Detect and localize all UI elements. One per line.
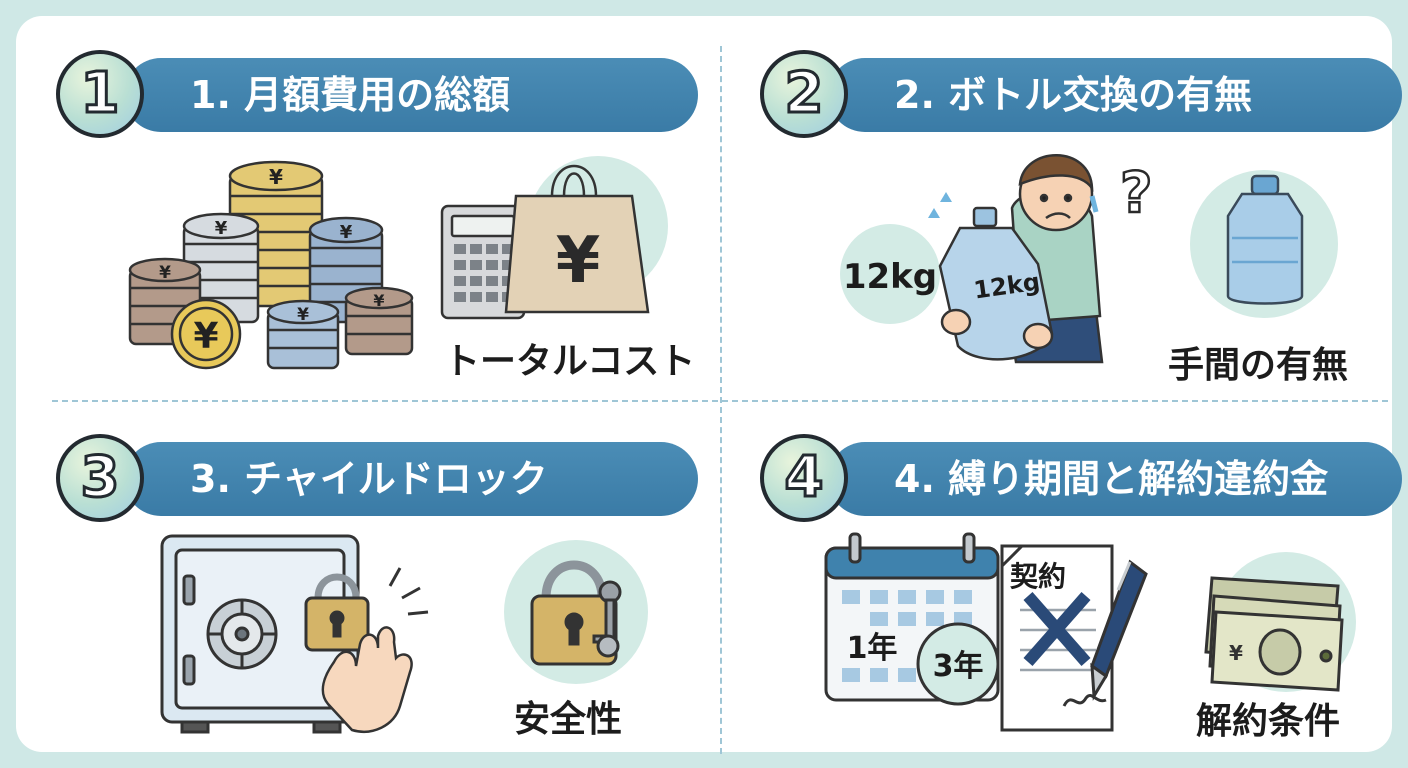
hand-icon <box>321 626 413 733</box>
section-title: 2. ボトル交換の有無 <box>894 73 1253 117</box>
section-contract-period: 4. 縛り期間と解約違約金 4 1年 3年 <box>720 400 1408 768</box>
section-banner: 4. 縛り期間と解約違約金 <box>828 442 1402 516</box>
section-banner: 2. ボトル交換の有無 <box>828 58 1402 132</box>
section-number-badge: 2 <box>760 50 848 138</box>
section-child-lock: 3. チャイルドロック 3 <box>16 400 706 768</box>
yen-symbol: ¥ <box>269 165 283 189</box>
section-number: 4 <box>783 444 825 512</box>
horizontal-divider <box>52 400 1388 402</box>
bottle-illustration: 12kg ? 12kg <box>840 154 1338 364</box>
section-title: 3. チャイルドロック <box>190 457 548 501</box>
section-number: 2 <box>783 60 825 128</box>
cost-illustration: ¥ ¥ ¥ ¥ ¥ ¥ ¥ <box>128 156 668 370</box>
section-bottle-exchange: 2. ボトル交換の有無 2 12kg ? <box>720 16 1408 386</box>
yen-symbol: ¥ <box>373 291 384 310</box>
section-caption: 解約条件 <box>1196 701 1341 742</box>
yen-symbol: ¥ <box>193 316 218 357</box>
key-icon <box>592 580 622 658</box>
section-title: 1. 月額費用の総額 <box>190 73 511 117</box>
contract-illustration: 1年 3年 契約 <box>824 532 1356 732</box>
term-3-years: 3年 <box>933 649 984 684</box>
section-title: 4. 縛り期間と解約違約金 <box>894 457 1329 501</box>
coin-stack-icon <box>128 160 414 370</box>
yen-symbol: ¥ <box>340 222 353 243</box>
weight-badge-circle <box>840 224 940 324</box>
question-mark: ? <box>1120 161 1152 226</box>
weight-badge-text: 12kg <box>843 257 937 297</box>
term-1-year: 1年 <box>847 631 898 666</box>
pen-icon <box>1090 559 1148 701</box>
section-caption: トータルコスト <box>444 341 696 382</box>
sweat-drops <box>928 192 952 218</box>
section-number-badge: 4 <box>760 434 848 522</box>
yen-symbol: ¥ <box>159 263 171 283</box>
yen-symbol: ¥ <box>297 305 309 325</box>
section-number: 3 <box>79 444 121 512</box>
padlock-icon <box>530 560 618 666</box>
infographic-card: 1. 月額費用の総額 1 <box>16 16 1402 754</box>
section-caption: 安全性 <box>514 699 623 740</box>
child-lock-illustration <box>160 534 648 734</box>
section-banner: 1. 月額費用の総額 <box>124 58 698 132</box>
yen-symbol: ¥ <box>556 224 601 298</box>
term-badge-circle <box>916 622 1000 706</box>
calculator-icon <box>440 204 526 320</box>
contract-title: 契約 <box>1010 560 1066 593</box>
section-number-badge: 3 <box>56 434 144 522</box>
safe-icon <box>160 534 360 734</box>
click-marks <box>388 567 429 616</box>
padlock-icon <box>304 573 370 652</box>
shopping-bag-icon <box>504 164 650 314</box>
water-bottle-icon <box>1226 174 1304 305</box>
contract-icon <box>1000 544 1114 732</box>
section-number: 1 <box>79 60 121 128</box>
section-caption: 手間の有無 <box>1168 345 1349 386</box>
section-monthly-cost: 1. 月額費用の総額 1 <box>16 16 706 384</box>
yen-symbol: ¥ <box>1229 641 1243 665</box>
section-banner: 3. チャイルドロック <box>124 442 698 516</box>
yen-symbol: ¥ <box>215 218 228 239</box>
section-number-badge: 1 <box>56 50 144 138</box>
banknote-icon <box>1204 576 1344 692</box>
